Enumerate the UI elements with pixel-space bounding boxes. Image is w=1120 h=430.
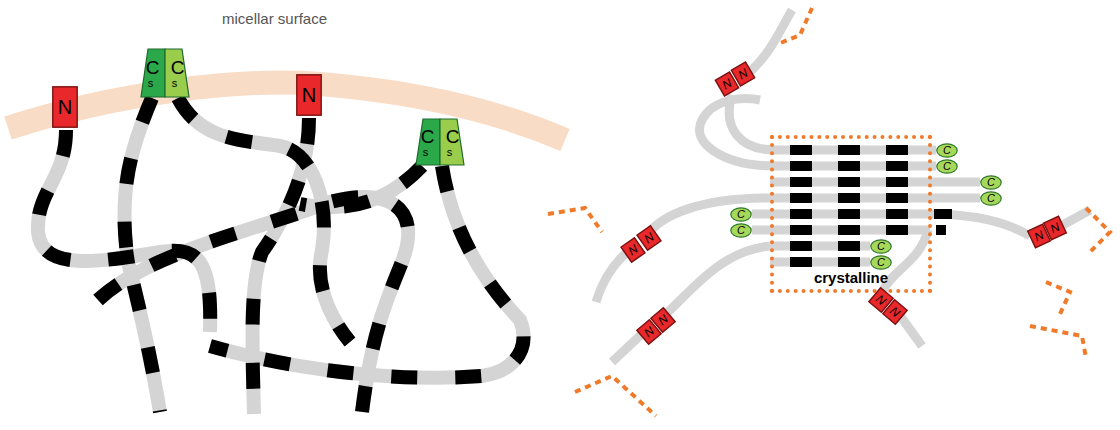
- n-terminus-box: N: [52, 86, 78, 128]
- node-fill: [1044, 216, 1067, 240]
- crystal-rows: [752, 145, 980, 267]
- node-fill: [981, 176, 1001, 189]
- c-terminus-oval: C: [980, 175, 1002, 190]
- terminus-letter: C: [943, 144, 951, 157]
- node-fill: [883, 300, 907, 325]
- terminus-letter: C: [987, 176, 995, 189]
- terminus-letter: C: [877, 256, 885, 269]
- node-fill: [731, 208, 751, 221]
- amorphous-chains: [38, 98, 524, 414]
- terminus-letter: N: [302, 84, 316, 106]
- c-terminus-half: Cs: [140, 48, 165, 98]
- terminus-letter: C: [877, 240, 885, 253]
- terminus-letter: C: [987, 192, 995, 205]
- n-terminus-box: N: [296, 74, 322, 116]
- micelle-band: [8, 83, 565, 140]
- node-fill: [651, 308, 675, 333]
- node-fill: [637, 226, 661, 250]
- node-fill: [53, 87, 77, 127]
- subscript-letter: s: [447, 147, 453, 158]
- c-terminus-half: Cs: [415, 118, 440, 166]
- c-terminus-oval: C: [870, 239, 892, 254]
- c-terminus-oval: C: [730, 207, 752, 222]
- domain-label: crystalline: [814, 269, 888, 287]
- c-terminus-oval: C: [980, 191, 1002, 206]
- terminus-letter: C: [146, 58, 160, 78]
- crystalline-domain: crystalline: [770, 135, 932, 293]
- c-terminus-oval: C: [730, 223, 752, 238]
- terminus-letter: C: [171, 58, 185, 78]
- terminus-letter: C: [421, 127, 435, 147]
- subscript-letter: s: [423, 147, 429, 158]
- c-terminus-oval: C: [936, 159, 958, 174]
- node-fill: [297, 75, 321, 115]
- c-terminus-half: Cs: [440, 118, 465, 166]
- node-fill: [981, 192, 1001, 205]
- region-label: micellar surface: [222, 10, 327, 27]
- terminus-letter: N: [58, 96, 72, 118]
- node-fill: [871, 256, 891, 269]
- node-fill: [871, 240, 891, 253]
- terminus-letter: C: [737, 224, 745, 237]
- terminus-letter: C: [737, 208, 745, 221]
- terminus-letter: C: [943, 160, 951, 173]
- subscript-letter: s: [172, 78, 178, 89]
- c-terminus-half: Cs: [165, 48, 190, 98]
- node-fill: [937, 160, 957, 173]
- node-fill: [937, 144, 957, 157]
- chain-tails: [596, 10, 1090, 362]
- node-fill: [731, 62, 754, 86]
- c-terminus-oval: C: [870, 255, 892, 270]
- c-terminus-oval: C: [936, 143, 958, 158]
- node-fill: [165, 49, 189, 97]
- terminus-letter: C: [446, 127, 460, 147]
- node-fill: [416, 119, 440, 165]
- node-fill: [731, 224, 751, 237]
- node-fill: [141, 49, 165, 97]
- domain-boundaries: [548, 8, 1110, 416]
- subscript-letter: s: [148, 78, 154, 89]
- node-fill: [440, 119, 464, 165]
